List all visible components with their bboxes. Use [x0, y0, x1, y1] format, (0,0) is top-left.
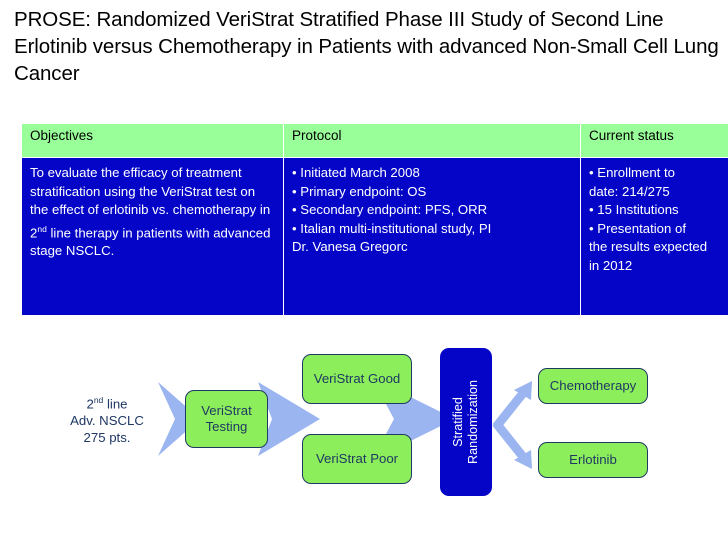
- veristrat-testing-line-2: Testing: [205, 419, 248, 434]
- column-header-current-status: Current status: [580, 124, 728, 158]
- flow-box-erlotinib[interactable]: Erlotinib: [538, 442, 648, 478]
- status-line: • 15 Institutions: [589, 202, 679, 217]
- intake-line-1: 2nd line: [48, 392, 166, 412]
- flow-box-chemotherapy[interactable]: Chemotherapy: [538, 368, 648, 404]
- randomization-line-2: Randomization: [466, 379, 481, 465]
- arrow-randomization-to-chemotherapy: [492, 381, 532, 430]
- protocol-line: • Primary endpoint: OS: [292, 183, 427, 199]
- arrow-intake-to-testing: [158, 382, 200, 456]
- study-flow-diagram: 2nd line Adv. NSCLC 275 pts. VeriStrat T…: [0, 330, 728, 530]
- page-title: PROSE: Randomized VeriStrat Stratified P…: [14, 6, 720, 87]
- status-line: the results expected: [589, 239, 708, 254]
- table-body-row: To evaluate the efficacy of treatment st…: [22, 157, 728, 315]
- intake-line-3: 275 pts.: [83, 430, 131, 446]
- randomization-line-1: Stratified: [451, 397, 466, 447]
- arrow-randomization-to-erlotinib: [492, 420, 532, 469]
- protocol-line: Dr. Vanesa Gregorc: [292, 239, 408, 254]
- cell-objectives: To evaluate the efficacy of treatment st…: [22, 157, 284, 315]
- intake-population-label: 2nd line Adv. NSCLC 275 pts.: [48, 392, 166, 446]
- intake-line-2: Adv. NSCLC: [70, 413, 144, 429]
- arrow-testing-to-groups: [258, 382, 320, 456]
- veristrat-testing-line-1: VeriStrat: [201, 403, 252, 418]
- flow-box-veristrat-good[interactable]: VeriStrat Good: [302, 354, 412, 404]
- cell-protocol: • Initiated March 2008 • Primary endpoin…: [283, 157, 581, 315]
- status-line: • Presentation of: [589, 220, 686, 236]
- protocol-line: • Initiated March 2008: [292, 165, 420, 180]
- cell-current-status: • Enrollment to date: 214/275 • 15 Insti…: [580, 157, 728, 315]
- intake-line-1-sup: nd: [93, 395, 104, 405]
- column-header-protocol: Protocol: [283, 124, 581, 158]
- flow-box-veristrat-poor[interactable]: VeriStrat Poor: [302, 434, 412, 484]
- status-line: date: 214/275: [589, 183, 670, 199]
- intake-line-1-pre: 2: [86, 396, 94, 412]
- protocol-line: • Secondary endpoint: PFS, ORR: [292, 202, 488, 217]
- table-header-row: Objectives Protocol Current status: [22, 124, 728, 158]
- column-header-objectives: Objectives: [22, 124, 284, 158]
- page-title-text: PROSE: Randomized VeriStrat Stratified P…: [14, 8, 719, 85]
- objectives-superscript: nd: [37, 223, 47, 234]
- protocol-line: • Italian multi-institutional study, PI: [292, 220, 492, 236]
- flow-box-veristrat-testing[interactable]: VeriStrat Testing: [185, 390, 268, 448]
- status-line: in 2012: [589, 257, 633, 273]
- objectives-text-pre: To evaluate the efficacy of treatment st…: [30, 165, 271, 240]
- intake-line-1-post: line: [103, 396, 128, 412]
- flow-box-stratified-randomization[interactable]: Stratified Randomization: [440, 348, 492, 496]
- status-line: • Enrollment to: [589, 165, 675, 180]
- summary-table: Objectives Protocol Current status To ev…: [22, 124, 728, 315]
- objectives-text-post: line therapy in patients with advanced s…: [30, 224, 271, 259]
